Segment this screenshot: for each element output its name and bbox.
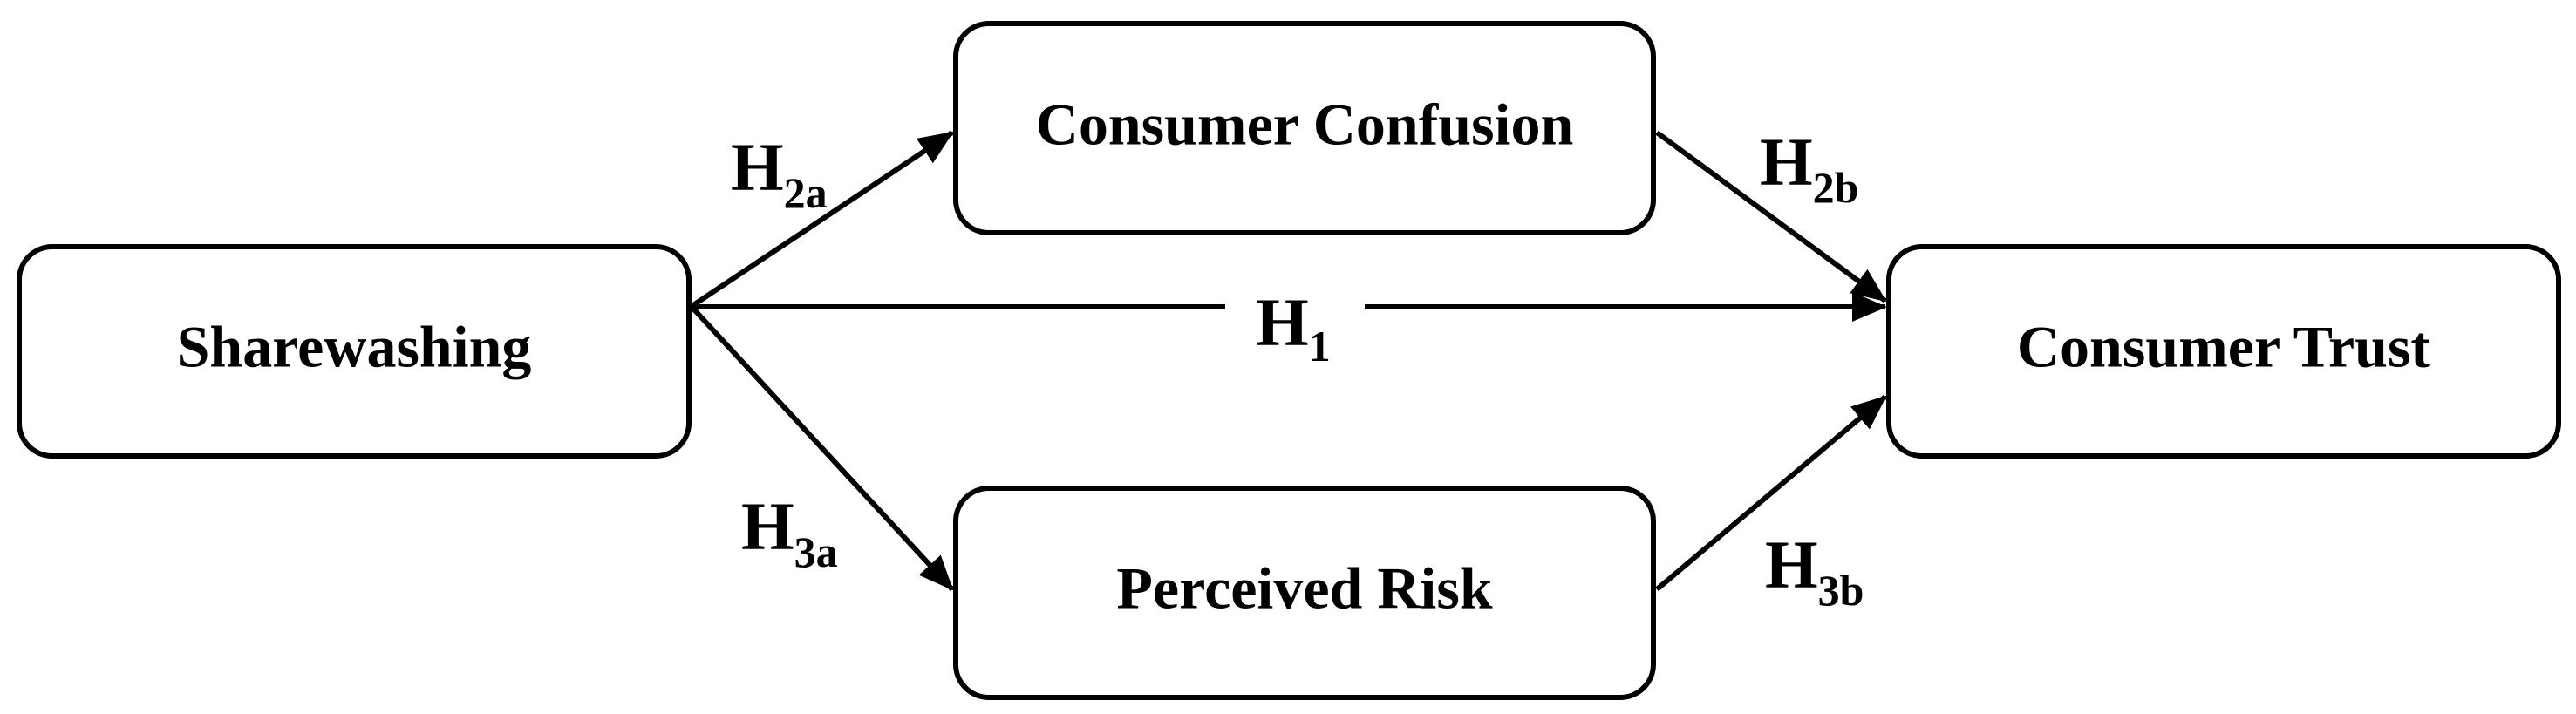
node-perceived-risk: Perceived Risk (953, 486, 1656, 700)
h2a-label-sub: 2a (784, 168, 828, 217)
h3a-label-sub: 3a (794, 527, 838, 576)
h2b-label-sub: 2b (1813, 163, 1859, 212)
h2b-label-main: H (1760, 124, 1813, 200)
consumer-trust-label: Consumer Trust (2017, 314, 2431, 380)
h3a-label: H3a (741, 488, 838, 576)
h1-label: H1 (1256, 284, 1331, 371)
h3b-label-sub: 3b (1818, 566, 1864, 615)
h3b-label: H3b (1765, 527, 1864, 615)
node-consumer-confusion: Consumer Confusion (953, 21, 1656, 235)
h1-label-main: H (1256, 284, 1309, 360)
node-sharewashing: Sharewashing (17, 244, 692, 459)
h2b-label: H2b (1760, 124, 1858, 212)
h2a-label-main: H (731, 129, 784, 205)
h3b-label-main: H (1765, 527, 1818, 602)
consumer-confusion-label: Consumer Confusion (1036, 92, 1574, 158)
consumer-confusion-box (953, 21, 1656, 235)
edge-h3b-arrow (1655, 394, 1887, 592)
perceived-risk-box (953, 486, 1656, 700)
sharewashing-label: Sharewashing (177, 314, 532, 380)
h1-label-sub: 1 (1309, 322, 1331, 371)
consumer-trust-box (1886, 244, 2561, 459)
node-consumer-trust: Consumer Trust (1886, 244, 2561, 459)
edge-h3a-arrow (691, 306, 955, 592)
edge-h2b-arrow (1655, 130, 1887, 303)
h1-label-background (1225, 279, 1365, 366)
edge-h2a-arrow (692, 130, 954, 308)
h3a-label-main: H (741, 488, 794, 564)
perceived-risk-label: Perceived Risk (1116, 555, 1492, 622)
h2a-label: H2a (731, 129, 828, 217)
sharewashing-box (17, 244, 692, 459)
